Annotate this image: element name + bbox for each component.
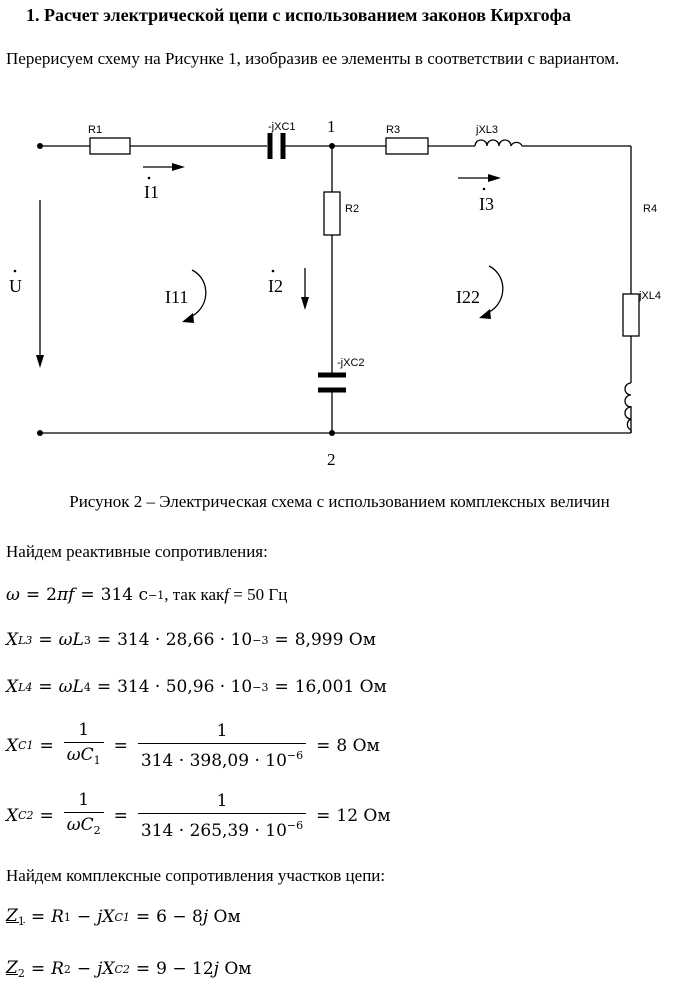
- z1-result: 6 − 8: [156, 907, 203, 927]
- resistor-r1: [89, 137, 131, 155]
- omega-exp: −1: [148, 588, 165, 602]
- loop-i11-arc: [187, 269, 207, 319]
- inductor-l4: [624, 382, 632, 431]
- xc1-result: 8 Ом: [336, 735, 380, 756]
- z2-unit: Ом: [224, 959, 252, 979]
- xl4-exp: −3: [252, 680, 269, 694]
- label-l3: jXL3: [475, 124, 498, 136]
- z2-result: 9 − 12: [156, 959, 214, 979]
- label-r2: R2: [345, 203, 359, 215]
- resistor-r4: [622, 293, 640, 337]
- voltage-u-label: U: [9, 276, 22, 296]
- xc1-exp: −6: [286, 748, 304, 762]
- terminal-bottom: [37, 430, 43, 436]
- section-heading: 1. Расчет электрической цепи с использов…: [26, 5, 572, 25]
- figure-caption: Рисунок 2 – Электрическая схема с исполь…: [69, 492, 610, 511]
- xc1-denominator: 314 · 398,09 · 10: [140, 750, 287, 771]
- capacitor-c1: [267, 133, 286, 159]
- loop-i11-label: I11: [165, 287, 188, 307]
- omega-note: , так как: [164, 585, 225, 604]
- capacitor-c2: [318, 372, 346, 393]
- complex-intro: Найдем комплексные сопротивления участко…: [6, 866, 386, 885]
- current-i3-label: I3: [479, 194, 494, 214]
- current-i1-label: I1: [144, 182, 159, 202]
- xc2-exp: −6: [286, 818, 304, 832]
- circuit-diagram: R1 -jXC1 R3 jXL3 R2 R4 jXL4 -jXC2 1 2 I1…: [9, 117, 661, 469]
- label-r4: R4: [643, 203, 657, 215]
- xl3-exp: −3: [252, 633, 269, 647]
- label-c2: -jXC2: [337, 357, 365, 369]
- resistor-r3: [385, 137, 429, 155]
- xl3-result: 8,999 Ом: [294, 630, 376, 650]
- xl4-result: 16,001 Ом: [294, 677, 387, 697]
- label-c1: -jXC1: [268, 121, 296, 133]
- xl4-factor: 314 · 50,96 · 10: [117, 677, 253, 697]
- label-r1: R1: [88, 124, 102, 136]
- omega-value: 314: [100, 585, 134, 605]
- current-i1-arrowhead: [172, 163, 185, 171]
- node-2-label: 2: [327, 450, 336, 469]
- current-i2-label: I2: [268, 276, 283, 296]
- intro-paragraph: Перерисуем схему на Рисунке 1, изобразив…: [6, 49, 620, 68]
- current-i3-arrowhead: [488, 174, 501, 182]
- xl3-factor: 314 · 28,66 · 10: [117, 630, 253, 650]
- node-1-label: 1: [327, 117, 336, 136]
- loop-i22-label: I22: [456, 287, 480, 307]
- inductor-l3: [474, 139, 523, 147]
- frequency-value: 50 Гц: [247, 585, 288, 604]
- xc2-result: 12 Ом: [336, 805, 391, 826]
- terminal-top: [37, 143, 43, 149]
- z1-unit: Ом: [213, 907, 241, 927]
- xc2-denominator: 314 · 265,39 · 10: [140, 820, 287, 841]
- loop-i22-arc: [484, 265, 504, 315]
- label-l4: jXL4: [638, 290, 661, 302]
- node-1-dot: [329, 143, 335, 149]
- node-2-dot: [329, 430, 335, 436]
- xc2-numerator: 1: [216, 790, 228, 811]
- voltage-arrowhead: [36, 355, 44, 368]
- resistor-r2: [323, 191, 341, 236]
- current-i2-arrowhead: [301, 297, 309, 310]
- reactive-intro: Найдем реактивные сопротивления:: [6, 542, 268, 561]
- xc1-numerator: 1: [216, 720, 228, 741]
- omega-unit: с: [138, 585, 149, 605]
- label-r3: R3: [386, 124, 400, 136]
